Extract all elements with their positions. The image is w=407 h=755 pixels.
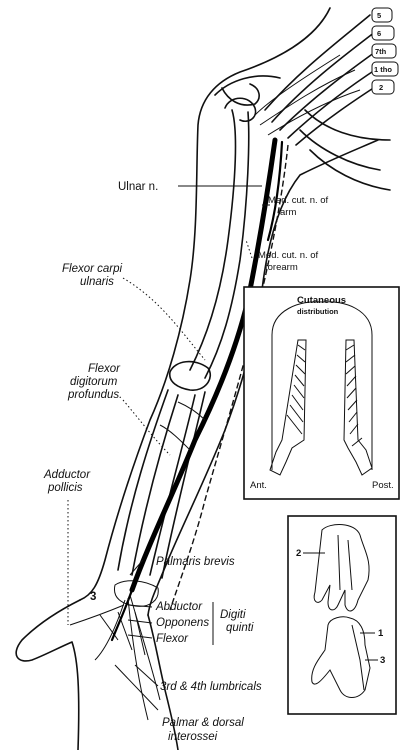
label-flexor-carpi-2: ulnaris <box>80 276 114 288</box>
label-flexor: Flexor <box>156 633 189 645</box>
label-med-cut-arm-2: arm <box>280 207 296 218</box>
label-palmaris-brevis: Palmaris brevis <box>156 556 235 568</box>
root-5: 5 <box>377 11 381 20</box>
arm-outline <box>15 7 379 751</box>
spinal-root-labels: 5 6 7th 1 tho 2 <box>371 7 399 95</box>
root-7: 7th <box>375 47 387 56</box>
hand-inset: 2 1 3 <box>287 515 397 715</box>
label-palmar-2: interossei <box>168 731 218 743</box>
label-adductor-2: pollicis <box>47 482 83 494</box>
root-1-tho: 1 tho <box>374 65 392 74</box>
hand-num-2: 2 <box>296 548 301 559</box>
cutaneous-ant: Ant. <box>250 480 267 491</box>
bones <box>99 97 257 656</box>
label-med-cut-arm-1: Med. cut. n. of <box>268 195 329 206</box>
cutaneous-title-2: distribution <box>297 307 339 316</box>
label-flexor-dig-2: digitorum <box>70 376 118 388</box>
leader-lines <box>67 185 270 711</box>
nerves <box>69 137 289 721</box>
root-6: 6 <box>377 29 381 38</box>
label-lumbricals: 3rd & 4th lumbricals <box>160 681 262 693</box>
hand-num-3: 3 <box>380 655 385 666</box>
label-abductor: Abductor <box>155 601 203 613</box>
label-opponens: Opponens <box>156 617 209 629</box>
label-adductor-1: Adductor <box>43 469 91 481</box>
label-med-cut-forearm-2: forearm <box>265 262 298 273</box>
label-flexor-dig-3: profundus. <box>67 389 122 401</box>
hand-num-1: 1 <box>378 628 384 639</box>
cutaneous-post: Post. <box>372 480 394 491</box>
cutaneous-title-1: Cutaneous <box>297 295 346 306</box>
label-digiti-1: Digiti <box>220 609 246 621</box>
cutaneous-inset: Cutaneous distribution Ant. Post. <box>243 286 400 500</box>
brachial-plexus <box>254 14 391 191</box>
label-digiti-2: quinti <box>226 622 254 634</box>
label-med-cut-forearm-1: Med. cut. n. of <box>258 250 319 261</box>
labels: Ulnar n. Med. cut. n. of arm Med. cut. n… <box>43 181 329 743</box>
ulnar-nerve <box>129 137 278 593</box>
med-cut-nerve-arm <box>266 140 284 242</box>
label-flexor-carpi-1: Flexor carpi <box>62 263 123 275</box>
label-num-3: 3 <box>90 591 96 603</box>
label-ulnar-n: Ulnar n. <box>118 181 158 193</box>
med-cut-nerve-forearm <box>169 144 289 611</box>
label-palmar-1: Palmar & dorsal <box>162 717 244 729</box>
label-flexor-dig-1: Flexor <box>88 363 121 375</box>
root-2: 2 <box>379 83 383 92</box>
